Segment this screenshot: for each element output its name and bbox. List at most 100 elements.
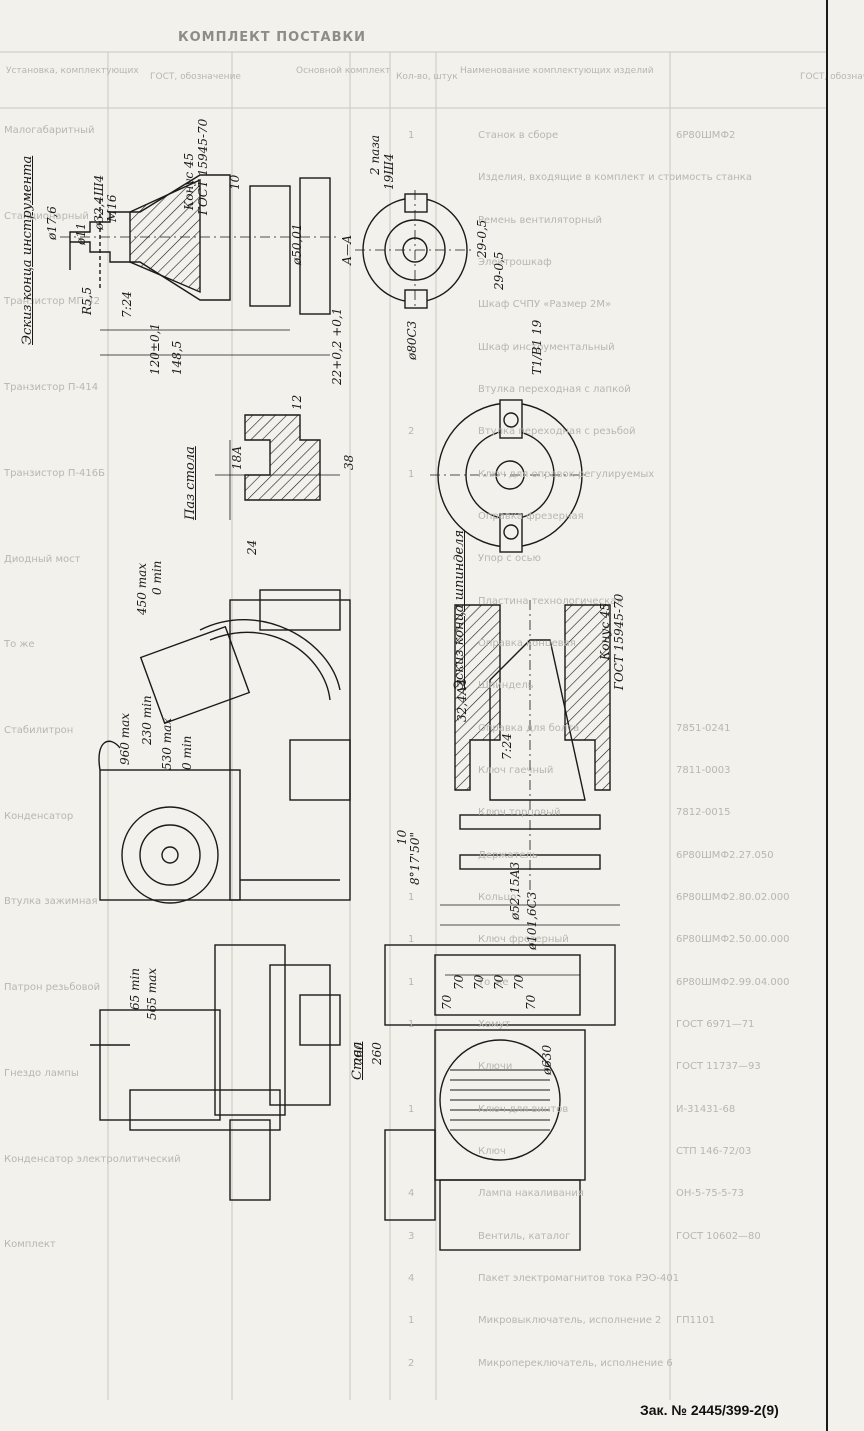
- dim-565-max: 565 max: [145, 967, 159, 1020]
- dim-d101-6: ø101,6С3: [525, 891, 539, 950]
- dim-960-max: 960 max: [118, 712, 132, 765]
- row-code: ОН-5-75-5-73: [676, 1188, 744, 1200]
- row-code: 7851-0241: [676, 722, 731, 734]
- col-header-qty: Кол-во, штук: [396, 72, 458, 82]
- dim-10-spindle: 10: [395, 829, 409, 845]
- label-section-a-a: А—А: [340, 234, 354, 265]
- dim-24: 24: [245, 539, 259, 555]
- row-name: Вентиль, каталог: [478, 1230, 571, 1242]
- page-margin-line: [826, 0, 828, 1431]
- row-name: Ключ: [478, 1146, 506, 1157]
- row-name: Шкаф СЧПУ «Размер 2М»: [478, 299, 612, 311]
- dim-70-4: 70: [492, 974, 506, 990]
- col-header-main: Основной комплект: [296, 66, 391, 76]
- row-name: Электрошкаф: [478, 257, 552, 268]
- row-qty: 1: [408, 934, 415, 946]
- row-name: Упор с осью: [478, 553, 541, 565]
- row-code: 7812-0015: [676, 807, 731, 819]
- dim-d80: ø80С3: [405, 320, 419, 360]
- row-right-label: Конденсатор: [4, 810, 74, 822]
- row-name: Кольцо: [478, 892, 517, 903]
- row-qty: 1: [408, 130, 415, 141]
- dim-t1-b1: T1/B1 19: [530, 319, 544, 375]
- table-title: КОМПЛЕКТ ПОСТАВКИ: [178, 30, 367, 45]
- dim-r5-5: R5,5: [80, 286, 94, 315]
- dim-taper-spindle: 7:24: [500, 733, 514, 760]
- label-tool-end: Эскиз конца инструмента: [20, 155, 35, 345]
- row-qty: 4: [408, 1273, 415, 1284]
- row-name: Микровыключатель, исполнение 2: [478, 1315, 662, 1327]
- row-name: Ключ торцовый: [478, 807, 561, 819]
- row-code: 6Р80ШМФ2: [676, 130, 736, 141]
- row-qty: 1: [408, 892, 415, 903]
- row-right-label: Станционарный: [4, 210, 89, 222]
- row-qty: 4: [408, 1188, 415, 1200]
- row-name: Ремень вентиляторный: [478, 214, 603, 226]
- dim-10: 10: [228, 174, 242, 190]
- col-header-install: Установка, комплектующих: [6, 66, 139, 76]
- row-qty: 2: [408, 1357, 415, 1369]
- row-name: Оправка концевая: [478, 638, 576, 649]
- dim-70-3: 70: [472, 974, 486, 990]
- row-right-label: Комплект: [4, 1239, 56, 1251]
- row-code: ГОСТ 10602—80: [676, 1230, 761, 1242]
- dim-d11: ø11: [74, 222, 88, 246]
- dim-32-4a4: 32,4А4: [455, 678, 469, 722]
- col-header-gost2: ГОСТ, обозначение: [150, 72, 241, 82]
- label-table-slot: Паз стола: [183, 446, 198, 520]
- label-konus-45-spindle: Конус 45: [598, 602, 612, 660]
- dim-29-b: 29-0,5: [492, 251, 506, 290]
- row-name: Микропереключатель, исполнение 6: [478, 1357, 673, 1369]
- row-qty: 1: [408, 1019, 415, 1030]
- row-name: Втулка переходная с лапкой: [478, 384, 631, 395]
- row-name: Лампа накаливания: [478, 1188, 584, 1200]
- row-qty: 1: [408, 1103, 415, 1115]
- col-header-gost: ГОСТ, обозначение: [800, 72, 864, 82]
- dim-450-max: 450 max: [135, 562, 149, 615]
- spindle-front-view: [430, 399, 590, 553]
- dim-22: 22+0,2 +0,1: [330, 307, 344, 385]
- row-code: И-31431-68: [676, 1103, 736, 1115]
- dim-18a: 18А: [230, 445, 244, 470]
- row-code: 6Р80ШМФ2.50.00.000: [676, 934, 790, 946]
- dim-d32-4: ø32,4Ш4: [92, 174, 106, 230]
- row-right-label: Транзистор П-416Б: [4, 467, 105, 479]
- dim-70-5: 70: [512, 974, 526, 990]
- row-right-label: Малогабаритный: [4, 125, 95, 136]
- row-qty: 1: [408, 976, 415, 988]
- dim-0-min-b: 0 min: [180, 735, 194, 770]
- row-code: ГОСТ 11737—93: [676, 1061, 761, 1073]
- row-right-label: Транзистор МП 42: [4, 296, 100, 308]
- dim-12: 12: [290, 394, 304, 410]
- tool-end-sketch: [60, 174, 340, 356]
- row-code: 7811-0003: [676, 765, 731, 776]
- dim-65-min: 65 min: [128, 967, 142, 1010]
- spindle-section: [440, 600, 620, 926]
- dim-70-1: 70: [440, 994, 454, 1010]
- row-code: ГП1101: [676, 1315, 716, 1327]
- dim-m16: M16: [105, 194, 119, 222]
- label-gost-15945: ГОСТ 15945-70: [196, 118, 210, 215]
- row-qty: 1: [408, 1315, 415, 1327]
- machine-front-view: [90, 944, 341, 1201]
- dim-230-min: 230 min: [140, 695, 154, 745]
- row-name: Оправка для болта: [478, 722, 580, 734]
- row-name: Шкаф инструментальный: [478, 341, 615, 353]
- row-name: Ключи: [478, 1061, 513, 1073]
- col-header-name: Наименование комплектующих изделий: [460, 66, 654, 76]
- dim-120: 120±0,1: [148, 322, 162, 375]
- row-qty: 1: [408, 468, 415, 480]
- table-slot: [215, 414, 340, 520]
- machine-side-view: [98, 589, 351, 904]
- row-code: ГОСТ 6971—71: [676, 1019, 755, 1030]
- row-name: Хомут: [478, 1019, 511, 1030]
- dim-148-5: 148,5: [170, 340, 184, 375]
- label-konus-45: Конус 45: [182, 152, 196, 210]
- row-qty: 2: [408, 426, 415, 438]
- order-number: Зак. № 2445/399-2(9): [640, 1402, 779, 1418]
- row-name: Шпиндель: [478, 680, 534, 692]
- section-a-a: [355, 190, 475, 310]
- row-name: Ключ для винтов: [478, 1103, 569, 1115]
- row-name: Пакет электромагнитов тока РЭО-401: [478, 1273, 680, 1284]
